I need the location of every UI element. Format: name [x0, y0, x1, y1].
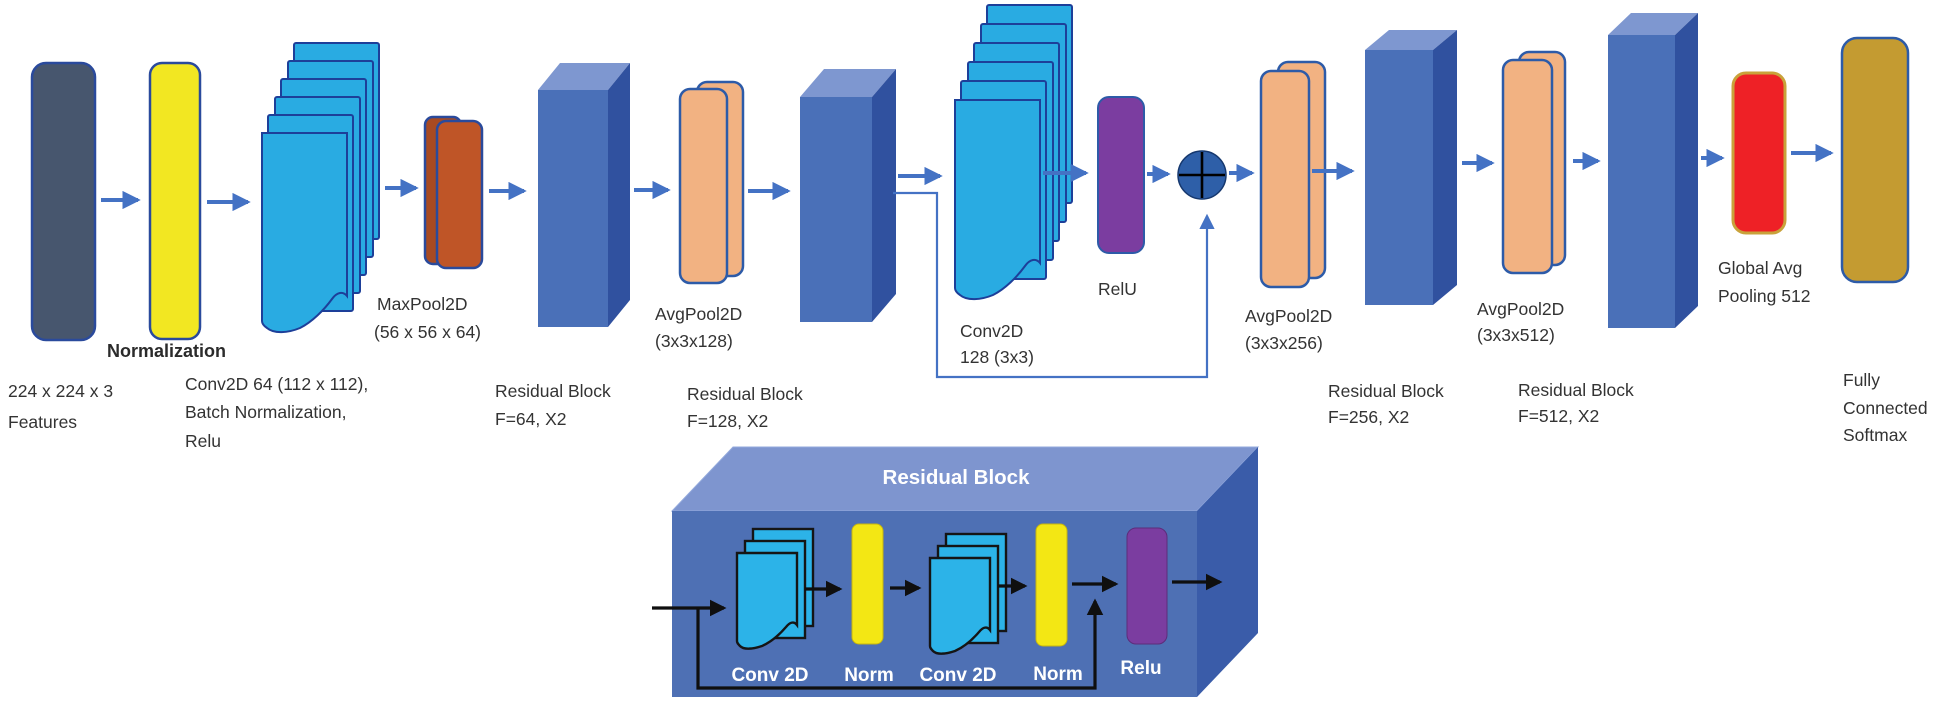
input-layer-node	[30, 61, 97, 342]
conv-sheet-front	[261, 132, 348, 334]
conv-sheet-front	[954, 99, 1041, 301]
avgpool3-caption-line: AvgPool2D	[1477, 299, 1564, 319]
input-layer-shape	[30, 61, 97, 342]
block-front-face	[1365, 50, 1433, 305]
conv-sheet-front	[928, 556, 992, 655]
detail-conv-b-stack	[928, 532, 1008, 655]
block-front-face	[538, 90, 608, 327]
skip-connection-line	[893, 191, 1215, 379]
detail-box-title: Residual Block	[883, 466, 1031, 489]
residual-block-detail: Residual Block Conv 2D Norm Conv 2	[652, 446, 1260, 697]
res3-caption-line: Residual Block	[1328, 381, 1444, 401]
detail-norm-a-shape	[851, 523, 884, 645]
conv2-caption-line: Conv2D	[960, 321, 1023, 341]
fully-connected-node	[1840, 36, 1910, 284]
fc-caption-line: Fully	[1843, 370, 1880, 390]
input-caption-line: Features	[8, 412, 77, 432]
avgpool2-node	[1259, 60, 1327, 289]
avgpool-shape	[678, 87, 729, 285]
fully-connected-shape	[1840, 36, 1910, 284]
res4-caption-line: Residual Block	[1518, 380, 1634, 400]
residual-block-2-node	[800, 69, 896, 322]
detail-norm-a-label: Norm	[844, 665, 894, 686]
detail-skip-line	[696, 598, 1104, 690]
global-avg-pooling-shape	[1731, 71, 1787, 235]
res1-caption-line: Residual Block	[495, 381, 611, 401]
global-avg-pooling-node	[1731, 71, 1787, 235]
block-side-face	[608, 63, 630, 327]
block-side-face	[1675, 13, 1698, 328]
detail-box-side-face	[1197, 447, 1258, 697]
conv1-stack-node	[261, 42, 380, 334]
avgpool1-caption-line: AvgPool2D	[655, 304, 742, 324]
normalization-shape	[148, 61, 202, 341]
conv1-caption-line: Relu	[185, 431, 221, 451]
normalization-node	[148, 61, 202, 341]
relu-caption: RelU	[1098, 279, 1137, 299]
avgpool3-node	[1501, 50, 1567, 275]
maxpool-shape	[435, 119, 484, 270]
res1-caption-line: F=64, X2	[495, 409, 567, 429]
block-front-face	[1608, 35, 1675, 328]
normalization-caption: Normalization	[107, 341, 226, 361]
relu-node	[1097, 96, 1145, 254]
avgpool2-caption-line: AvgPool2D	[1245, 306, 1332, 326]
residual-block-3-node	[1365, 30, 1457, 305]
gap-caption-line: Global Avg	[1718, 258, 1802, 278]
conv2-caption-line: 128 (3x3)	[960, 347, 1034, 367]
block-top-face	[538, 63, 630, 90]
add-junction-icon	[1177, 150, 1227, 200]
fc-caption-line: Connected	[1843, 398, 1928, 418]
detail-conv-b-label: Conv 2D	[919, 665, 996, 686]
block-top-face	[1365, 30, 1457, 50]
block-side-face	[1433, 30, 1457, 305]
block-side-face	[872, 69, 896, 322]
avgpool-shape	[1501, 58, 1554, 275]
residual-block-4-node	[1608, 13, 1698, 328]
res2-caption-line: F=128, X2	[687, 411, 768, 431]
input-caption-line: 224 x 224 x 3	[8, 381, 113, 401]
avgpool-shape	[1259, 69, 1311, 289]
avgpool3-caption-line: (3x3x512)	[1477, 325, 1555, 345]
maxpool-caption-line: (56 x 56 x 64)	[374, 322, 481, 342]
gap-caption-line: Pooling 512	[1718, 286, 1810, 306]
maxpool-caption-line: MaxPool2D	[377, 294, 467, 314]
block-top-face	[800, 69, 896, 97]
avgpool1-caption-line: (3x3x128)	[655, 331, 733, 351]
avgpool1-node	[678, 80, 745, 285]
conv1-caption-line: Batch Normalization,	[185, 402, 346, 422]
res2-caption-line: Residual Block	[687, 384, 803, 404]
relu-shape	[1097, 96, 1145, 254]
conv1-caption-line: Conv2D 64 (112 x 112),	[185, 374, 368, 394]
avgpool2-caption-line: (3x3x256)	[1245, 333, 1323, 353]
detail-relu-shape	[1126, 527, 1168, 645]
conv-sheet-front	[735, 551, 799, 650]
res3-caption-line: F=256, X2	[1328, 407, 1409, 427]
detail-norm-b-shape	[1035, 523, 1068, 647]
maxpool-node	[423, 115, 484, 270]
block-top-face	[1608, 13, 1698, 35]
detail-conv-a-label: Conv 2D	[731, 665, 808, 686]
detail-norm-b-label: Norm	[1033, 664, 1083, 685]
detail-conv-a-stack	[735, 527, 815, 650]
residual-block-1-node	[538, 63, 630, 327]
conv2-stack-node	[954, 4, 1073, 301]
fc-caption-line: Softmax	[1843, 425, 1907, 445]
res4-caption-line: F=512, X2	[1518, 406, 1599, 426]
block-front-face	[800, 97, 872, 322]
detail-relu-label: Relu	[1120, 658, 1161, 679]
